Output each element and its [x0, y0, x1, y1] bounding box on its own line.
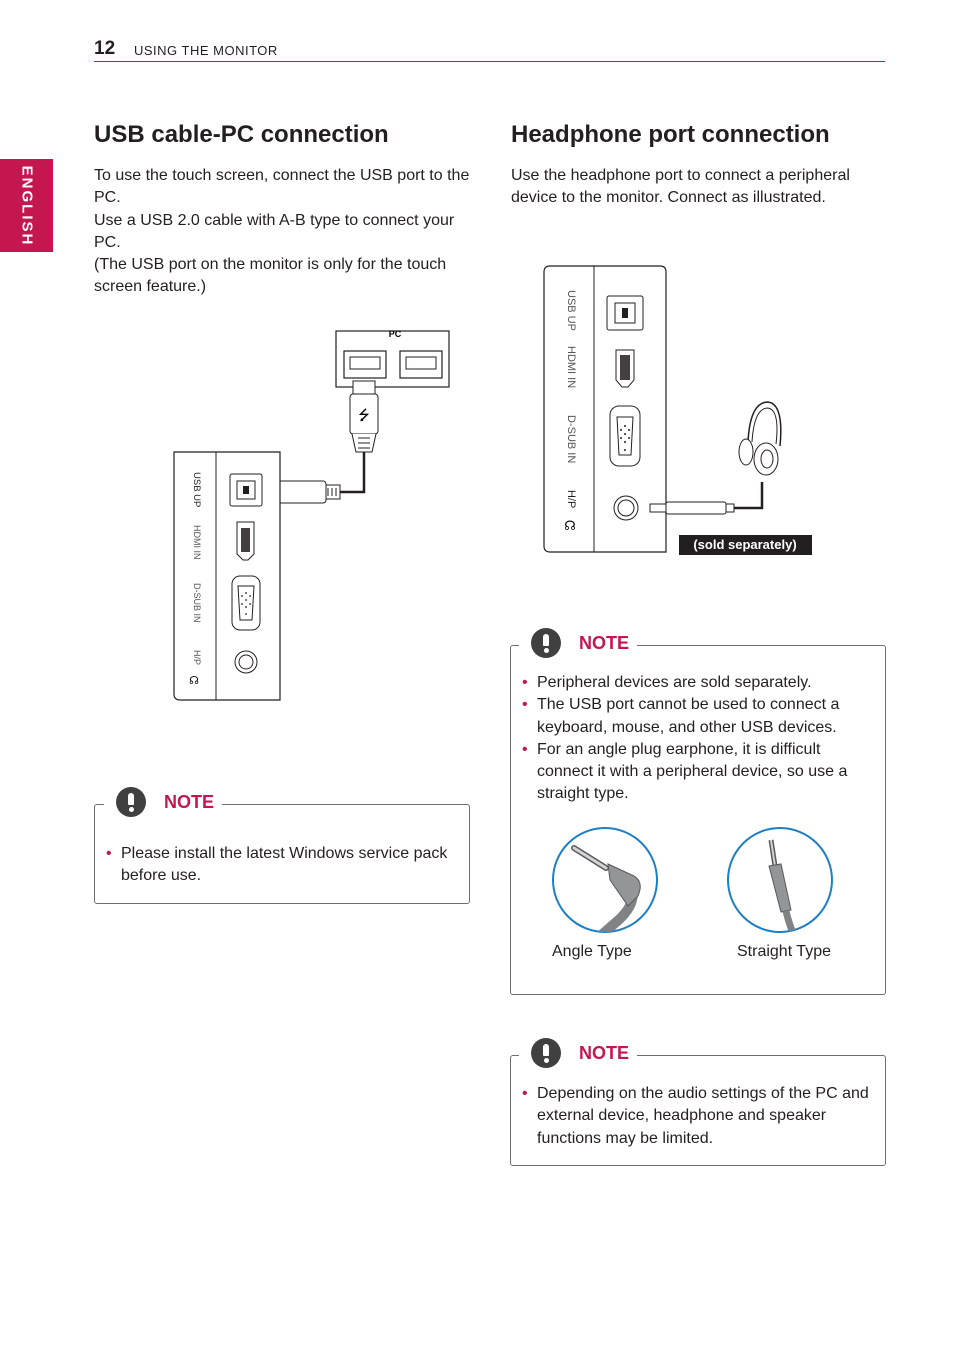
usb-symbol-icon: ⭍ [358, 407, 370, 423]
peripheral-note-item-1: Peripheral devices are sold separately. [511, 672, 871, 695]
usb-cable [340, 452, 366, 494]
peripheral-note-item-2: The USB port cannot be used to connect a… [511, 694, 871, 739]
audio-note-header: NOTE [519, 1038, 638, 1068]
port-label-hdmi-in-2: HDMI IN [565, 346, 577, 388]
angle-type-caption: Angle Type [552, 943, 632, 960]
usb-note-box: Please install the latest Windows servic… [94, 804, 470, 904]
peripheral-note-item-3: For an angle plug earphone, it is diffic… [511, 739, 871, 806]
pc-label: PC [389, 329, 402, 339]
usb-note-item: Please install the latest Windows servic… [95, 843, 455, 888]
sold-separately-tag [679, 535, 812, 555]
usb-paragraph-3: (The USB port on the monitor is only for… [94, 256, 447, 296]
port-label-hp-2: H/P [565, 490, 577, 508]
usb-intro: To use the touch screen, connect the USB… [94, 165, 474, 299]
usb-connection-diagram: PC ⭍ USB UP HDMI IN D-SUB IN H/P ☊ [173, 329, 450, 701]
port-label-hdmi-in: HDMI IN [192, 525, 202, 560]
headphone-section-title: Headphone port connection [511, 121, 830, 148]
port-label-hp: H/P [192, 650, 202, 665]
usb-paragraph-1: To use the touch screen, connect the USB… [94, 167, 470, 207]
angle-plug-illustration [552, 827, 658, 933]
usb-note-header: NOTE [104, 787, 223, 817]
port-label-usb-up: USB UP [191, 472, 202, 507]
headphone-cable [734, 482, 764, 510]
usb-note-list: Please install the latest Windows servic… [95, 843, 455, 888]
peripheral-note-box: Peripheral devices are sold separately. … [510, 645, 886, 995]
headphone-intro: Use the headphone port to connect a peri… [511, 167, 850, 207]
monitor-port-panel [173, 451, 281, 701]
angle-plug-circle [552, 827, 658, 933]
usb-a-plug-tip [352, 380, 376, 396]
port-label-dsub-in: D-SUB IN [192, 583, 202, 623]
headphone-plug [649, 503, 667, 513]
peripheral-note-list: Peripheral devices are sold separately. … [511, 672, 871, 806]
section-heading: USING THE MONITOR [134, 43, 278, 58]
audio-note-label: NOTE [579, 1042, 630, 1063]
page-number: 12 [94, 38, 116, 59]
exclamation-icon [531, 628, 561, 658]
headphone-symbol-icon: ☊ [564, 518, 576, 533]
language-tab: ENGLISH [0, 159, 53, 252]
header-divider [94, 61, 885, 62]
straight-type-caption: Straight Type [737, 943, 831, 960]
peripheral-note-label: NOTE [579, 632, 630, 653]
audio-note-list: Depending on the audio settings of the P… [511, 1083, 873, 1150]
usb-b-plug [275, 480, 327, 504]
audio-note-item: Depending on the audio settings of the P… [511, 1083, 873, 1150]
exclamation-icon [116, 787, 146, 817]
audio-note-box: Depending on the audio settings of the P… [510, 1055, 886, 1166]
usb-paragraph-2: Use a USB 2.0 cable with A-B type to con… [94, 211, 455, 251]
peripheral-note-header: NOTE [519, 628, 638, 658]
port-label-dsub-in-2: D-SUB IN [565, 415, 577, 463]
language-label: ENGLISH [18, 165, 35, 246]
monitor-port-panel-2 [543, 265, 667, 553]
usb-section-title: USB cable-PC connection [94, 121, 389, 148]
headphones-icon [738, 401, 782, 476]
headphone-symbol-icon: ☊ [189, 675, 199, 687]
sold-separately-label: (sold separately) [693, 537, 796, 552]
headphone-connection-diagram: USB UP HDMI IN D-SUB IN H/P ☊ (sold sepa… [543, 265, 812, 555]
port-label-usb-up-2: USB UP [565, 290, 577, 331]
usb-note-label: NOTE [164, 791, 215, 812]
exclamation-icon [531, 1038, 561, 1068]
straight-plug-illustration [727, 827, 833, 933]
